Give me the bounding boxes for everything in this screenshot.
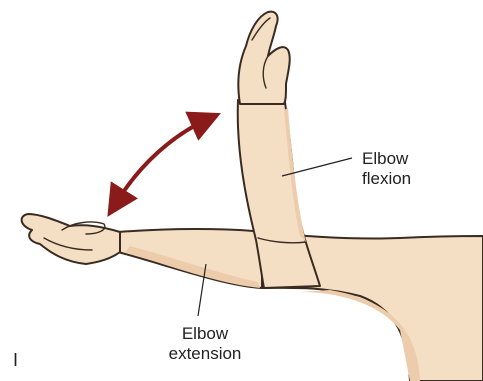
elbow-flexion-label-line-2: flexion xyxy=(362,169,411,189)
extended-forearm xyxy=(118,229,265,288)
extended-hand-shape xyxy=(22,214,120,264)
elbow-extension-label-line-2: extension xyxy=(150,344,260,364)
flexed-hand-shape xyxy=(238,12,289,104)
elbow-flexion-label: Elbow flexion xyxy=(362,149,411,189)
panel-letter: I xyxy=(13,350,18,371)
elbow-extension-label-line-1: Elbow xyxy=(150,324,260,344)
extended-hand xyxy=(22,214,120,264)
elbow-flexion-label-line-1: Elbow xyxy=(362,149,411,169)
flexed-hand xyxy=(238,12,289,104)
motion-arrow-icon xyxy=(118,118,210,200)
elbow-extension-label: Elbow extension xyxy=(150,324,260,364)
motion-arrow-path xyxy=(118,118,210,200)
